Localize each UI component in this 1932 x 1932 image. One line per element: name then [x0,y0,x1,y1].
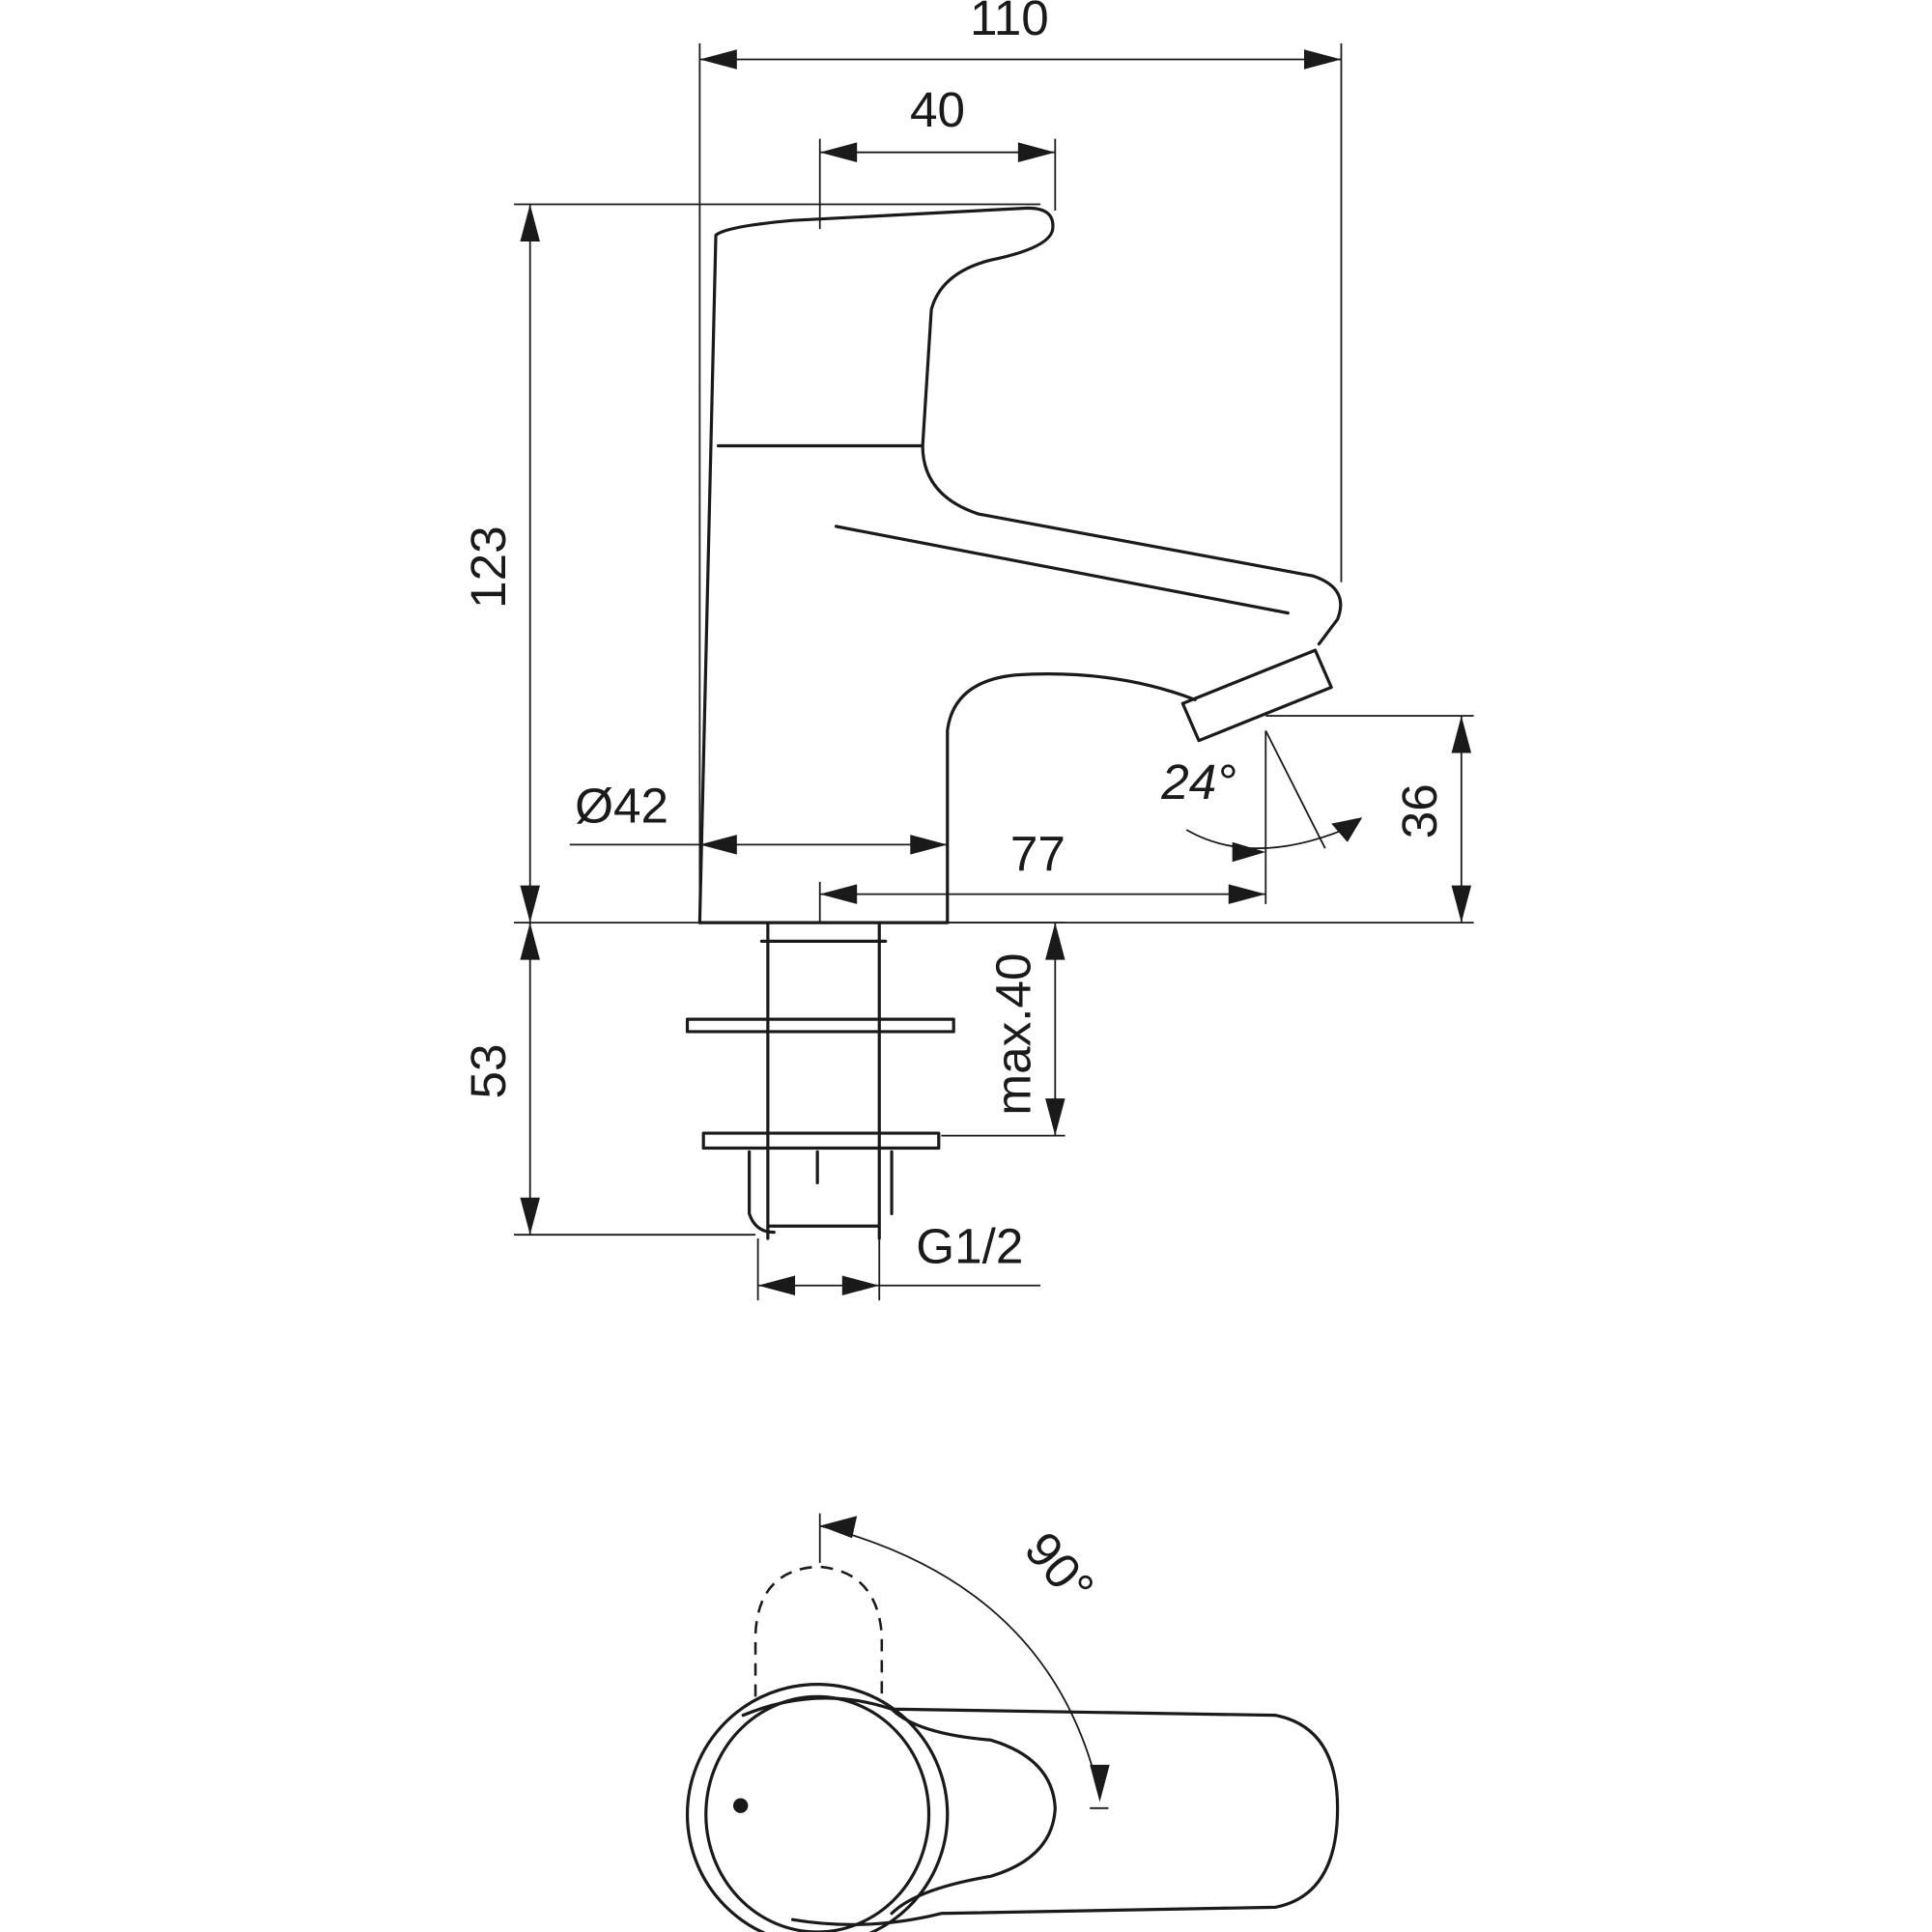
washer-lower [701,1131,941,1151]
dim-handle-width: 40 [910,82,965,137]
tap-handle-outline [697,206,1055,924]
dim-handle-rotation: 90° [1014,1521,1105,1614]
washer-upper [685,1017,955,1034]
spout-ridge [834,525,1290,615]
dimension-lines [514,43,1474,1301]
dim-overall-width: 110 [970,0,1049,45]
handle-rotated-outline [753,1565,884,1697]
shank [748,921,894,1240]
spout-top-outline [921,443,1343,646]
dim-spout-height: 36 [1392,783,1447,838]
lever-top-outline [741,1696,1340,1926]
dim-spray-angle: 24° [1160,754,1236,810]
dim-overall-height: 123 [461,526,516,609]
spout-bottom-outline [697,672,1197,924]
tap-top-view [685,1513,1340,1932]
base-rosette [685,1683,950,1932]
dim-spout-reach: 77 [1010,826,1065,881]
aerator [1180,648,1333,743]
tap-side-view [685,206,1343,1240]
dim-max-deck-thickness: max.40 [986,952,1041,1115]
indicator-dot [732,1798,749,1813]
dim-body-diameter: Ø42 [575,778,668,833]
dim-thread: G1/2 [916,1219,1023,1274]
dim-shank-length: 53 [461,1043,516,1098]
